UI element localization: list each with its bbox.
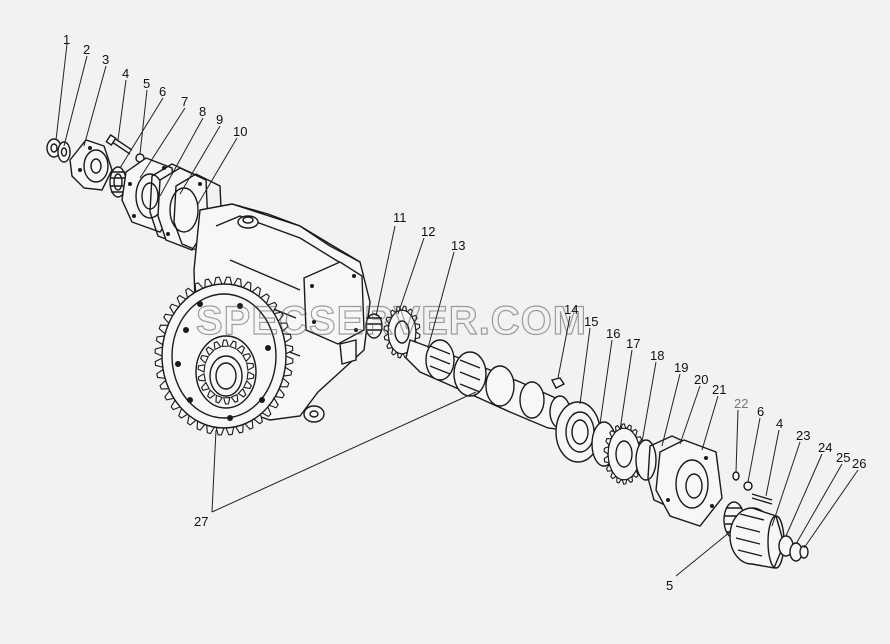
part-18-ring [635, 439, 657, 481]
callout-8: 8 [199, 104, 206, 119]
callout-4: 4 [122, 66, 129, 81]
callout-6: 6 [159, 84, 166, 99]
callout-13: 13 [451, 238, 465, 253]
callout-23: 23 [796, 428, 810, 443]
part-27-sprocket [154, 276, 294, 436]
leader-lines [55, 43, 859, 577]
right-end-parts [550, 377, 809, 569]
callout-7: 7 [181, 94, 188, 109]
callout-labels: 1 2 3 4 5 6 7 8 9 10 11 12 13 14 15 16 1… [63, 32, 866, 593]
left-end-parts [46, 134, 223, 255]
part-4-bolt-right [751, 493, 773, 505]
callout-16: 16 [606, 326, 620, 341]
part-3-flange [69, 139, 113, 191]
callout-21: 21 [712, 382, 726, 397]
part-6-nut-right [743, 481, 753, 491]
callout-15: 15 [584, 314, 598, 329]
shaft-assembly [365, 305, 587, 433]
part-21-cover [655, 439, 723, 527]
callout-4-right: 4 [776, 416, 783, 431]
part-26-pin [799, 545, 809, 559]
callout-25: 25 [836, 450, 850, 465]
part-11-bearing [365, 313, 383, 339]
callout-27: 27 [194, 514, 208, 529]
callout-12: 12 [421, 224, 435, 239]
part-4-bolt [105, 134, 133, 155]
callout-3: 3 [102, 52, 109, 67]
callout-1: 1 [63, 32, 70, 47]
watermark-text: SPECSERVER.COM [196, 299, 587, 343]
callout-2: 2 [83, 42, 90, 57]
callout-14: 14 [564, 302, 578, 317]
callout-11: 11 [393, 210, 407, 225]
part-23-drum [729, 507, 785, 569]
callout-10: 10 [233, 124, 247, 139]
part-22-washer [732, 471, 740, 481]
part-2-washer [57, 141, 71, 163]
callout-17: 17 [626, 336, 640, 351]
hub-splines [197, 339, 255, 405]
callout-5: 5 [143, 76, 150, 91]
part-14-key [550, 377, 566, 389]
part-13-shaft [405, 339, 587, 433]
callout-9: 9 [216, 112, 223, 127]
callout-5-right: 5 [666, 578, 673, 593]
callout-19: 19 [674, 360, 688, 375]
callout-26: 26 [852, 456, 866, 471]
callout-20: 20 [694, 372, 708, 387]
callout-24: 24 [818, 440, 832, 455]
callout-6-right: 6 [757, 404, 764, 419]
callout-18: 18 [650, 348, 664, 363]
callout-22: 22 [734, 396, 748, 411]
